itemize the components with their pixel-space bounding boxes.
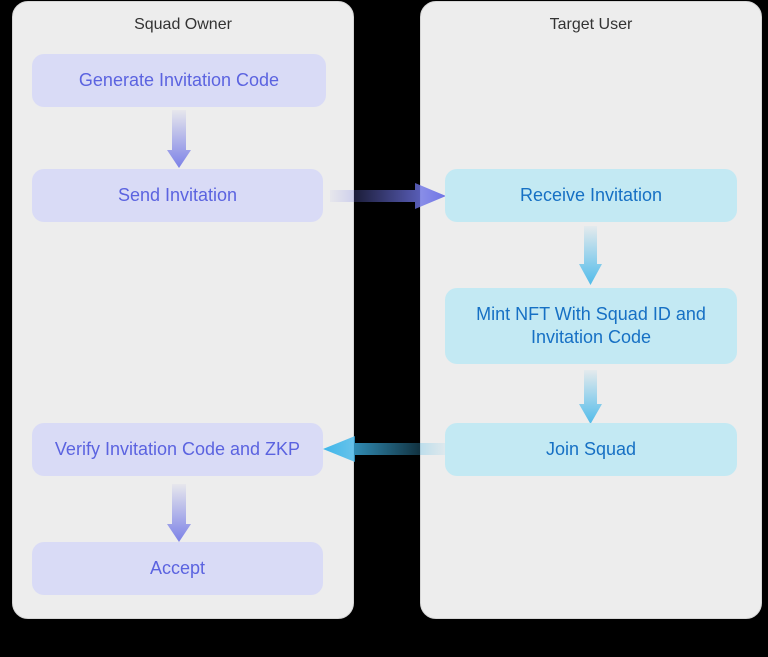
lane-title-squad-owner: Squad Owner bbox=[134, 16, 232, 33]
node-verify-invitation-code-and-zkp: Verify Invitation Code and ZKP bbox=[32, 423, 323, 476]
node-accept: Accept bbox=[32, 542, 323, 595]
node-join-squad: Join Squad bbox=[445, 423, 737, 476]
node-generate-invitation-code: Generate Invitation Code bbox=[32, 54, 326, 107]
lane-title-target-user: Target User bbox=[549, 16, 633, 33]
node-send-invitation: Send Invitation bbox=[32, 169, 323, 222]
node-mint-nft: Mint NFT With Squad ID and Invitation Co… bbox=[445, 288, 737, 364]
node-receive-invitation: Receive Invitation bbox=[445, 169, 737, 222]
